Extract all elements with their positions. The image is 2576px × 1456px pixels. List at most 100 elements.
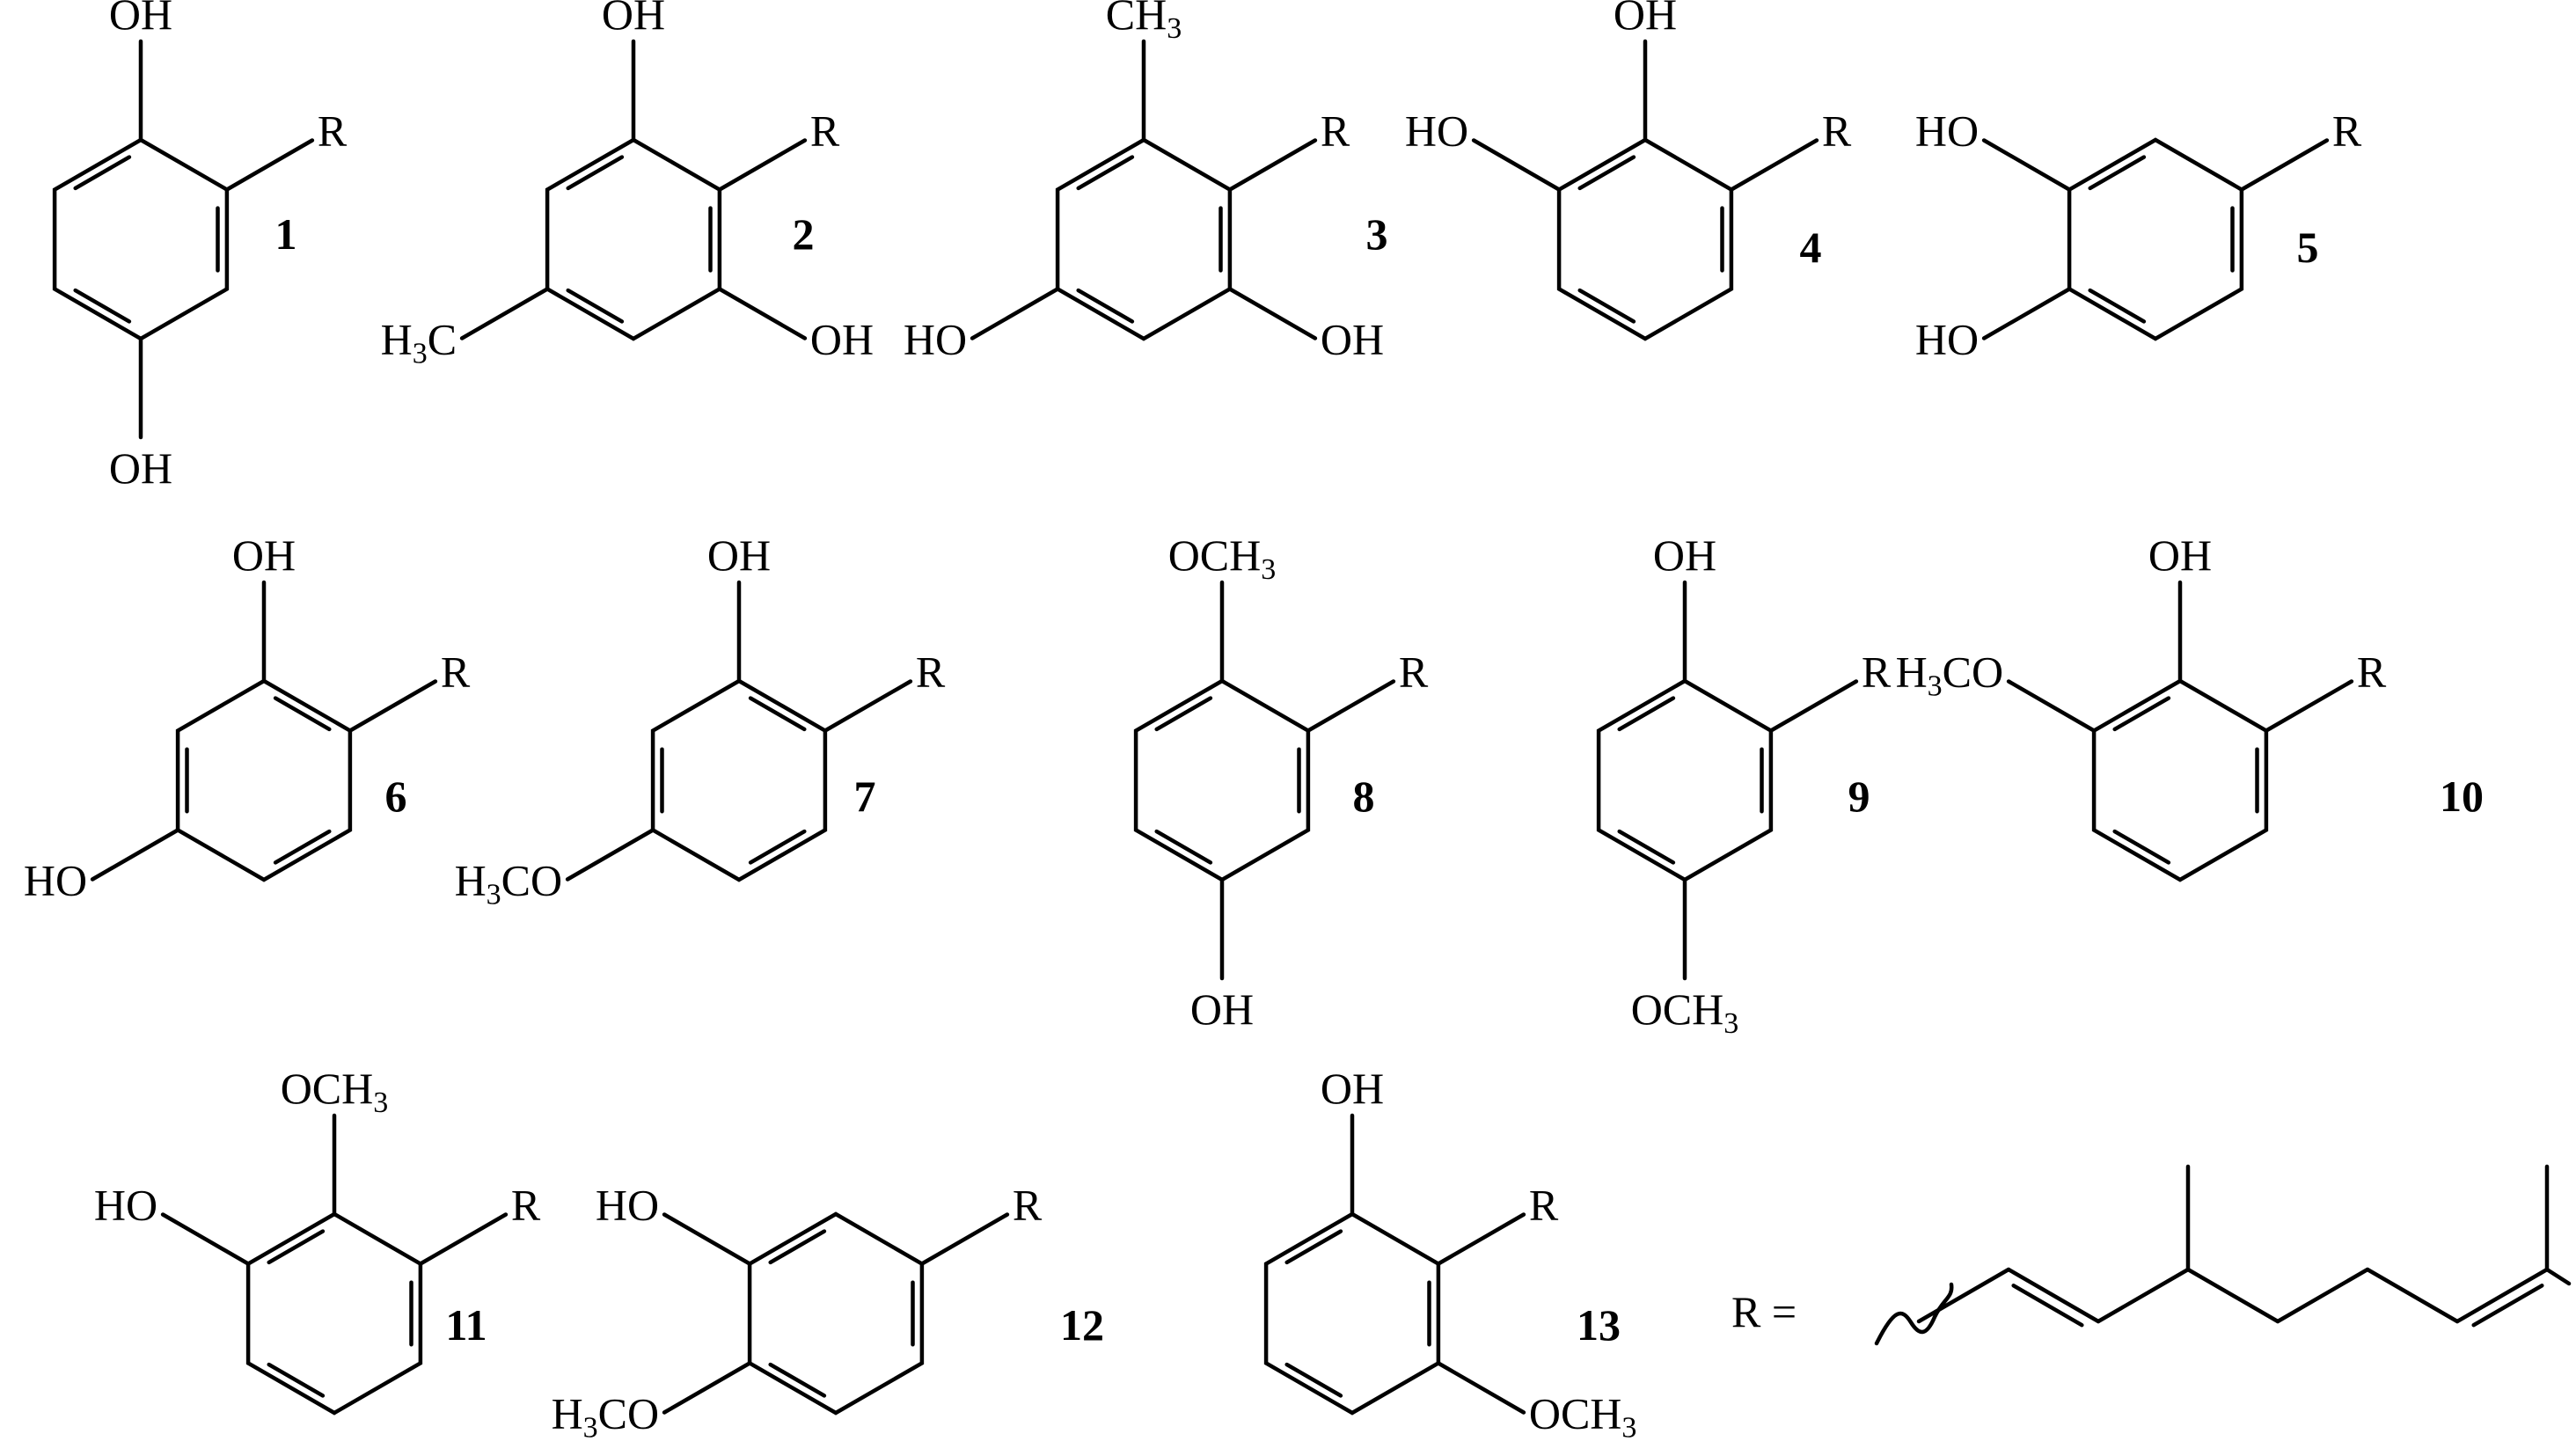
benzene-ring <box>2091 678 2269 882</box>
substituent-label: HO <box>1405 106 1468 156</box>
substituent-bond <box>662 1361 752 1415</box>
substituent-bond <box>970 287 1060 340</box>
double-bond <box>1284 1362 1343 1398</box>
double-bond <box>1076 288 1135 324</box>
substituent-bond <box>1981 287 2072 340</box>
substituent-label: H3CO <box>552 1389 660 1445</box>
substituent-bond <box>348 679 438 733</box>
substituent-label: HO <box>94 1181 157 1230</box>
r-group-geranyl-chain <box>1916 1164 2572 1328</box>
substituent-label: HO <box>1915 106 1979 156</box>
benzene-ring <box>1263 1211 1441 1416</box>
chain-bond <box>2544 1267 2572 1286</box>
chain-bond <box>1916 1267 2011 1324</box>
compound-number: 8 <box>1353 772 1375 821</box>
substituent-bond <box>459 287 550 340</box>
double-bond <box>1617 829 1676 865</box>
substituent-label: R <box>1529 1181 1559 1230</box>
chain-bond <box>2096 1267 2191 1324</box>
substituent-bond <box>2264 679 2354 733</box>
substituent-label: OCH3 <box>1529 1389 1637 1445</box>
compound-number: 2 <box>793 209 815 259</box>
compound-number: 12 <box>1060 1300 1104 1350</box>
substituent-label: R <box>318 106 348 156</box>
substituent-label: OCH3 <box>1631 984 1739 1040</box>
double-bond <box>2112 696 2171 732</box>
substituent-bond <box>1981 138 2072 192</box>
substituent-label: R <box>2357 648 2387 697</box>
substituent-label: R <box>810 106 840 156</box>
substituent-bond <box>418 1212 509 1266</box>
substituent-label: OH <box>232 530 296 580</box>
double-bond <box>748 829 807 865</box>
substituent-bond <box>823 679 913 733</box>
double-bond <box>1154 696 1213 732</box>
substituent-bond <box>2006 679 2097 733</box>
substituent-bond <box>1768 679 1859 733</box>
substituent-bond <box>1436 1361 1526 1415</box>
double-bond <box>73 155 132 191</box>
substituent-bond <box>1227 138 1318 192</box>
double-bond <box>2471 1284 2544 1328</box>
substituent-bond <box>717 287 808 340</box>
substituent-label: R <box>511 1181 541 1230</box>
double-bond <box>748 696 807 732</box>
compound-number: 1 <box>275 209 297 259</box>
substituent-label: OCH3 <box>281 1064 389 1119</box>
substituent-bond <box>224 138 315 192</box>
double-bond <box>273 696 332 732</box>
compound-number: 13 <box>1577 1300 1621 1350</box>
compound-number: 7 <box>854 772 876 821</box>
double-bond <box>267 1362 326 1398</box>
substituent-label: OH <box>707 530 771 580</box>
double-bond <box>1076 155 1135 191</box>
substituent-bond <box>717 138 808 192</box>
double-bond <box>566 288 625 324</box>
benzene-ring <box>545 137 722 341</box>
substituent-label: R <box>916 648 946 697</box>
chain-bond <box>2275 1267 2370 1324</box>
substituent-bond <box>662 1212 752 1266</box>
substituent-label: OH <box>2148 530 2212 580</box>
substituent-bond <box>919 1212 1010 1266</box>
double-bond <box>768 1362 827 1398</box>
benzene-ring <box>1055 137 1233 341</box>
substituent-bond <box>1227 287 1318 340</box>
double-bond <box>1154 829 1213 865</box>
substituent-label: OH <box>602 0 665 39</box>
double-bond <box>1284 1229 1343 1265</box>
chain-bond <box>2365 1267 2460 1324</box>
r-group-definition: R = <box>1731 1164 2572 1346</box>
compound-number: 9 <box>1848 772 1870 821</box>
substituent-label: OH <box>1614 0 1677 39</box>
substituent-label: HO <box>1915 315 1979 364</box>
benzene-ring <box>2067 137 2244 341</box>
compound-number: 10 <box>2440 772 2484 821</box>
substituent-bond <box>160 1212 251 1266</box>
benzene-ring <box>175 678 353 882</box>
substituent-label: R <box>1862 648 1892 697</box>
chain-bond <box>2185 1267 2280 1324</box>
substituent-label: R <box>1321 106 1350 156</box>
substituent-label: R <box>1399 648 1429 697</box>
chain-bond <box>2455 1267 2550 1324</box>
substituent-label: OH <box>1321 315 1384 364</box>
double-bond <box>1577 288 1636 324</box>
double-bond <box>2112 829 2171 865</box>
substituent-label: R <box>2332 106 2362 156</box>
double-bond <box>2088 288 2147 324</box>
substituent-label: R <box>1013 1181 1043 1230</box>
substituent-label: OH <box>109 443 172 493</box>
benzene-ring <box>650 678 828 882</box>
